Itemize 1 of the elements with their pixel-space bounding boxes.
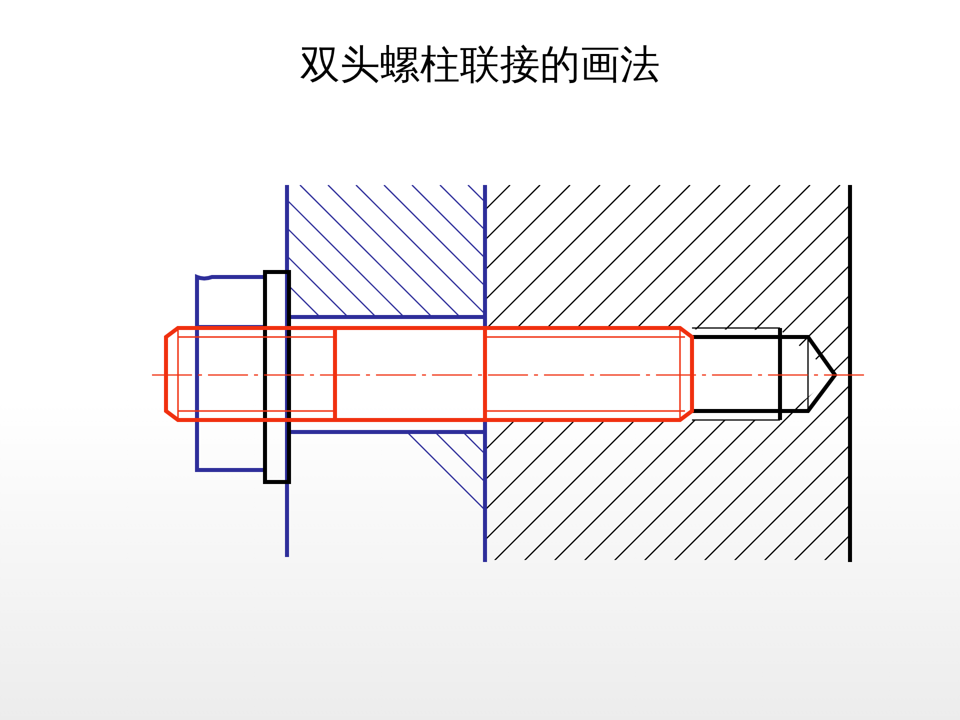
title: 双头螺柱联接的画法 [300,41,660,90]
